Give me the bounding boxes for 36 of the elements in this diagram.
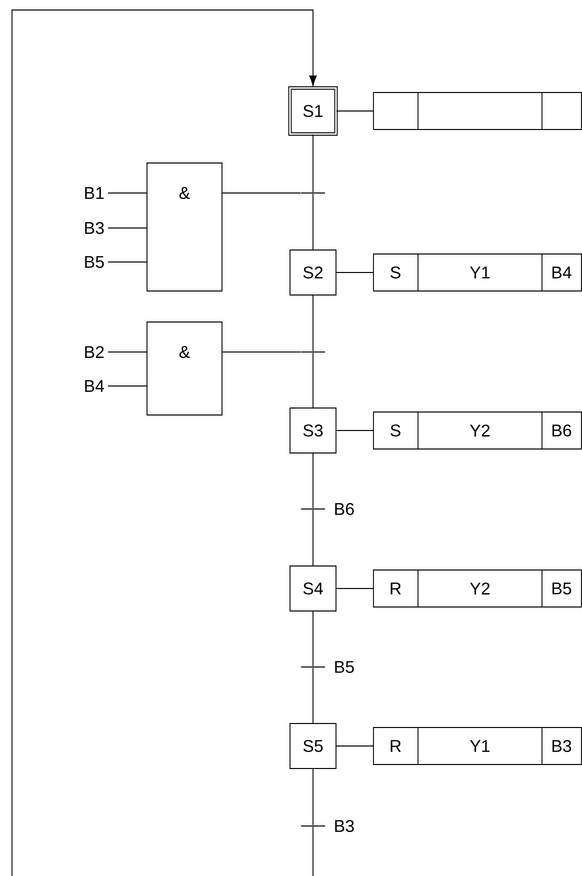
step-box: S2 <box>290 250 336 296</box>
action-box: S Y1 B4 <box>373 254 582 292</box>
connector-line <box>312 193 314 250</box>
and-gate-box: & <box>146 322 222 416</box>
connector-line <box>312 295 314 352</box>
condition-label: B6 <box>335 502 354 516</box>
input-label: B4 <box>85 380 104 392</box>
connector-line <box>312 352 314 408</box>
connector-line <box>336 272 374 273</box>
action-box: R Y2 B5 <box>373 570 582 608</box>
connector-line <box>336 110 374 112</box>
connector-line <box>312 509 314 566</box>
connector-line <box>222 192 301 194</box>
connector-line <box>108 192 147 194</box>
and-gate-box: & <box>146 162 222 292</box>
connector-line <box>312 768 314 826</box>
step-box: S3 <box>290 408 336 454</box>
input-label: B5 <box>85 256 104 268</box>
step-box: S5 <box>290 723 336 769</box>
connector-line <box>312 134 314 193</box>
connector-line <box>336 588 374 589</box>
connector-line <box>312 611 314 667</box>
initial-step-box: S1 <box>288 86 338 136</box>
arrow <box>12 10 317 876</box>
input-label: B1 <box>85 187 104 199</box>
connector-line <box>312 453 314 509</box>
connector-line <box>336 430 374 431</box>
action-box <box>373 92 582 130</box>
step-box: S4 <box>290 566 336 612</box>
condition-label: B3 <box>335 820 354 832</box>
input-label: B2 <box>85 346 104 358</box>
action-box: S Y2 B6 <box>373 412 582 450</box>
action-box: R Y1 B3 <box>373 727 582 765</box>
connector-line <box>312 667 314 724</box>
input-label: B3 <box>85 222 104 234</box>
condition-label: B5 <box>335 661 354 673</box>
